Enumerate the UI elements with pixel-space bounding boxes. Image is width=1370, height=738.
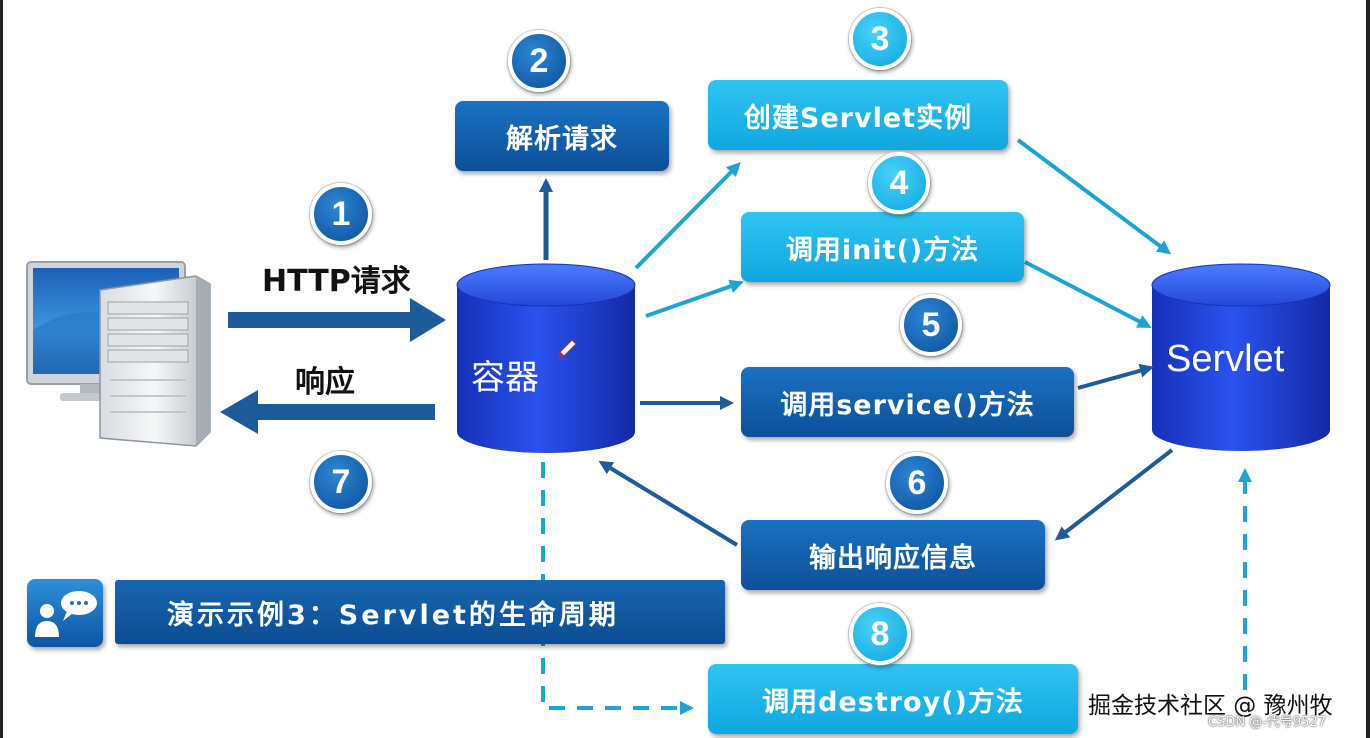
step-badge-3: 3 <box>849 8 911 70</box>
parse-request-box: 解析请求 <box>455 101 669 171</box>
step-badge-2: 2 <box>508 30 570 92</box>
demo-title-bar: 演示示例3：Servlet的生命周期 <box>115 580 725 644</box>
watermark-sub: CSDN @-代号9527 <box>1208 715 1326 730</box>
arrow-container-to-init <box>645 279 744 318</box>
arrow-container-to-create <box>634 162 741 270</box>
init-method-label: 调用init()方法 <box>785 234 980 266</box>
response-label: 响应 <box>295 365 355 400</box>
request-arrow <box>228 298 446 342</box>
servlet-label: Servlet <box>1166 338 1285 380</box>
create-instance-label: 创建Servlet实例 <box>743 102 973 134</box>
output-response-box: 输出响应信息 <box>741 520 1045 590</box>
step-badge-4: 4 <box>868 152 930 214</box>
service-method-box: 调用service()方法 <box>741 367 1074 437</box>
arrow-servlet-to-output <box>1054 448 1174 541</box>
parse-request-label: 解析请求 <box>506 123 618 155</box>
watermark-main: 掘金技术社区 @ 豫州牧 <box>1088 693 1333 719</box>
arrow-container-to-destroy <box>541 462 694 715</box>
pen-cursor-icon <box>558 339 577 358</box>
servlet-cylinder <box>1151 263 1331 451</box>
http-request-label: HTTP请求 <box>262 264 411 299</box>
step-badge-1: 1 <box>310 183 372 245</box>
destroy-method-box: 调用destroy()方法 <box>708 664 1078 734</box>
step-badge-6: 6 <box>886 452 948 514</box>
container-label: 容器 <box>471 358 539 398</box>
computer-icon <box>26 261 211 447</box>
arrow-output-to-container <box>598 460 739 547</box>
container-cylinder <box>456 263 636 453</box>
service-method-label: 调用service()方法 <box>780 389 1035 421</box>
init-method-box: 调用init()方法 <box>741 212 1024 282</box>
response-arrow <box>220 390 435 434</box>
chat-user-icon <box>27 579 103 647</box>
arrow-service-to-servlet <box>1077 363 1154 390</box>
step-badge-5: 5 <box>900 294 962 356</box>
output-response-label: 输出响应信息 <box>809 542 977 574</box>
destroy-method-label: 调用destroy()方法 <box>762 686 1024 718</box>
demo-title: 演示示例3：Servlet的生命周期 <box>167 599 619 631</box>
step-badge-7: 7 <box>310 451 372 513</box>
arrow-create-to-servlet <box>1016 138 1172 255</box>
step-badge-8: 8 <box>849 603 911 665</box>
create-instance-box: 创建Servlet实例 <box>708 80 1008 150</box>
arrow-init-to-servlet <box>1024 260 1152 328</box>
